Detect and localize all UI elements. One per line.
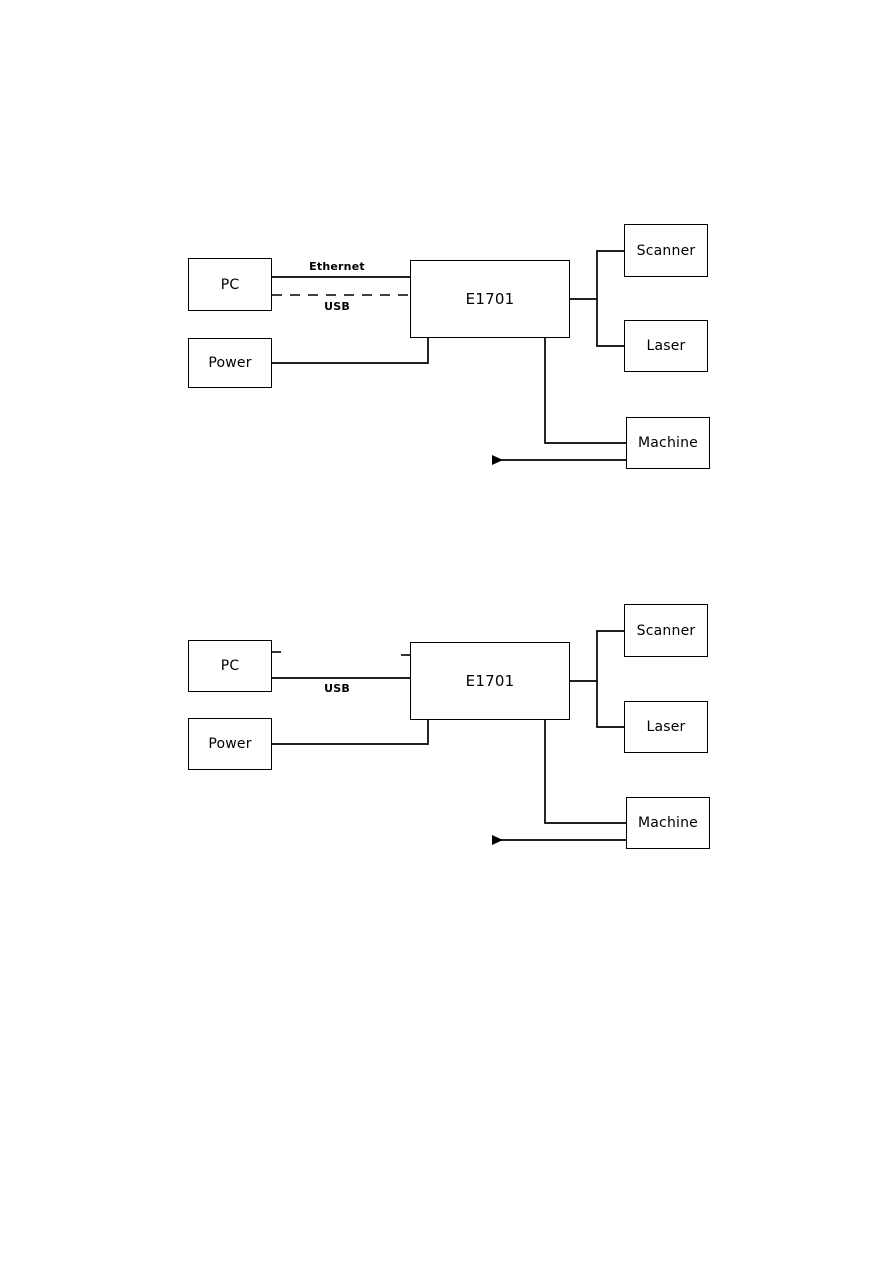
laser-node-2: Laser — [624, 701, 708, 753]
machine-line-2 — [544, 720, 626, 824]
laser-node-1: Laser — [624, 320, 708, 372]
arrow-head-icon — [492, 455, 503, 465]
power-line-1 — [272, 338, 429, 364]
controller-node-1: E1701 — [410, 260, 570, 338]
controller-outputs-line-1 — [570, 250, 624, 347]
usb-label-1: USB — [324, 300, 350, 313]
controller-outputs-line-2 — [570, 630, 624, 728]
machine-line-1 — [544, 338, 626, 444]
machine-node-2: Machine — [626, 797, 710, 849]
pc-node-1: PC — [188, 258, 272, 311]
usb-label-2: USB — [324, 682, 350, 695]
ethernet-label-1: Ethernet — [309, 260, 365, 273]
pc-node-2: PC — [188, 640, 272, 692]
arrow-head-icon — [492, 835, 503, 845]
scanner-node-1: Scanner — [624, 224, 708, 277]
power-node-1: Power — [188, 338, 272, 388]
power-node-2: Power — [188, 718, 272, 770]
controller-node-2: E1701 — [410, 642, 570, 720]
machine-node-1: Machine — [626, 417, 710, 469]
scanner-node-2: Scanner — [624, 604, 708, 657]
power-line-2 — [272, 720, 429, 745]
